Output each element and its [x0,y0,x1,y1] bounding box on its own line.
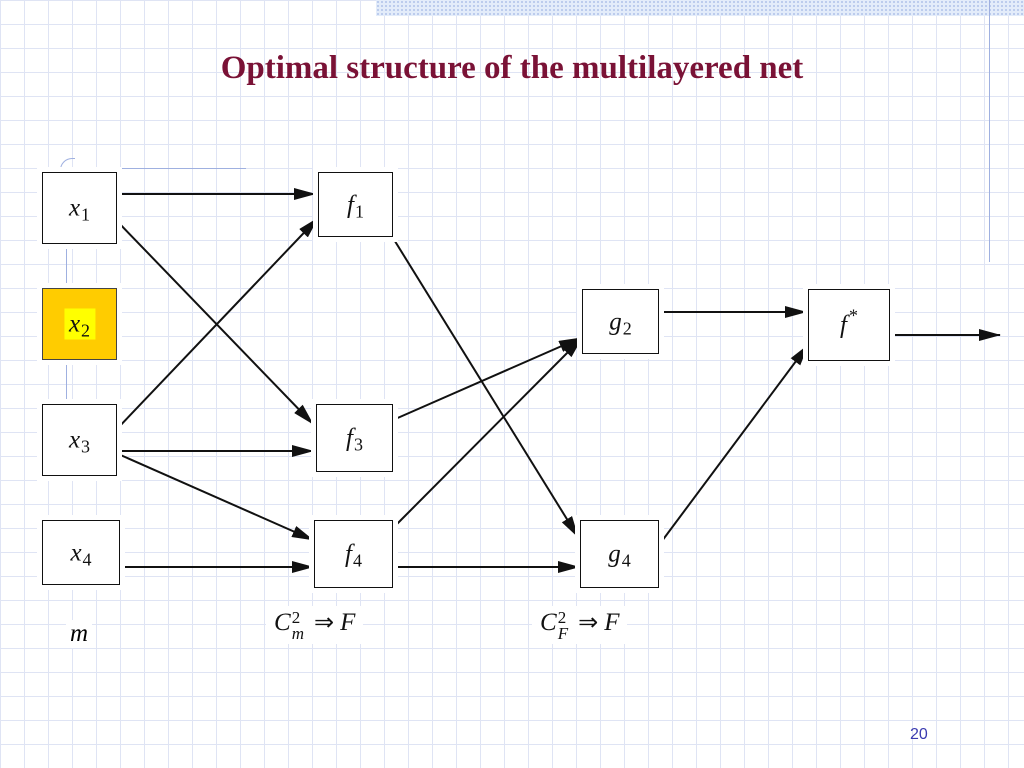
node-f3-var: f [346,424,353,452]
node-x1-var: x [68,194,81,222]
edge-f1-g4 [392,237,579,538]
decorative-corner-hook [60,158,75,173]
formula1-c: C [274,609,291,636]
edge-x3-f1 [115,217,319,431]
edge-f3-g2 [392,337,581,421]
input-count-label: m [66,620,93,648]
node-g4-var: g [608,540,621,568]
edge-f4-g2 [392,337,583,529]
node-x4-sub: 4 [82,549,92,569]
node-x4-var: x [70,539,82,566]
edge-x3-f4 [115,452,314,541]
node-x2-sub: 2 [81,320,91,341]
node-x2: x2 [42,288,117,360]
formula2-c: C [540,609,557,636]
node-x1: x1 [42,172,117,244]
formula2-implies-arrow: ⇒ [578,610,599,636]
node-g4-sub: 4 [621,550,631,571]
node-x4: x4 [42,520,120,585]
decorative-connector-line [66,246,67,286]
page-number: 20 [910,726,928,743]
node-g4: g4 [580,520,659,588]
edge-g4-fstar [658,344,809,546]
decorative-connector-line [66,362,67,402]
node-g2: g2 [582,289,659,354]
formula2-rhs: F [604,609,620,636]
decorative-vertical-line [989,0,990,262]
node-f3: f3 [316,404,393,472]
node-f3-sub: 3 [353,434,363,455]
slide-title: Optimal structure of the multilayered ne… [220,50,804,86]
formula1-rhs: F [340,609,356,636]
formula1-sub: m [291,624,304,644]
decorative-top-band [376,0,1024,16]
formula2-sub: F [557,624,569,644]
node-f1-sub: 1 [354,201,364,221]
formula2-sup: 2 [557,608,567,628]
node-x3-var: x [68,426,81,454]
node-fstar-var: f [840,311,847,339]
node-f1-var: f [347,191,354,218]
decorative-horizontal-line [60,168,246,169]
node-g2-sub: 2 [622,318,632,338]
node-f1: f1 [318,172,393,237]
node-g2-var: g [609,308,622,335]
node-x3: x3 [42,404,117,476]
node-f4-sub: 4 [352,550,362,571]
node-f4: f4 [314,520,393,588]
node-f4-var: f [345,540,352,568]
node-fstar-sup: * [848,305,858,326]
node-fstar: f* [808,289,890,361]
edge-x1-f3 [115,219,314,425]
formula1-sup: 2 [291,608,301,628]
node-x2-var: x [68,310,81,338]
node-x1-sub: 1 [81,204,91,225]
node-x3-sub: 3 [81,436,91,457]
formula1-implies-arrow: ⇒ [313,610,335,636]
